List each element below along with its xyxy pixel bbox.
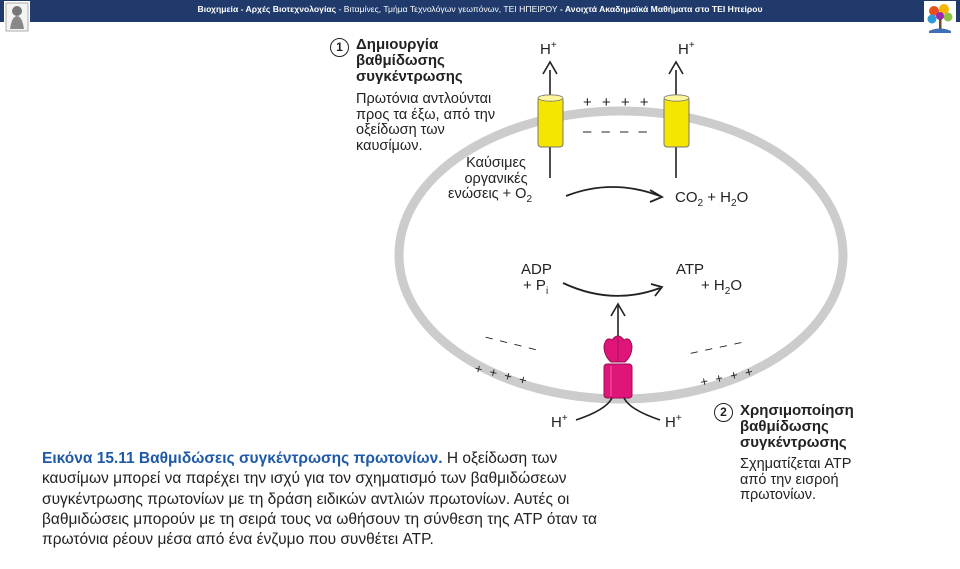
header-department: Βιταμίνες, Τμήμα Τεχνολόγων γεωπόνων, ΤΕ… [343,4,558,14]
proton-inflow-right [623,397,661,421]
fuel-oxidation-arrow [565,186,661,197]
atp-reactants: ADP + Pi [521,261,552,298]
proton-label-top-right: H+ [678,40,695,58]
atp-synthase [603,335,633,399]
fuel-reactants: Καύσιμες οργανικές ενώσεις + O2 [448,155,533,206]
proton-inflow-left [575,397,613,421]
membrane-ellipse [394,106,848,404]
proton-pump-right [663,60,690,178]
header-course-name: Βιοχημεία - Αρχές Βιοτεχνολογίας [197,4,337,14]
header-program: Ανοιχτά Ακαδημαϊκά Μαθήματα στο ΤΕΙ Ηπεί… [564,4,763,14]
minus-charges-inner-top: – – – – [583,123,650,140]
atp-synthesis-arrow [562,282,661,297]
caption-heading: Εικόνα 15.11 Βαθμιδώσεις συγκέντρωσης πρ… [42,450,443,467]
step1-number: 1 [330,38,349,57]
caption-body: Η οξείδωση των καυσίμων μπορεί να παρέχε… [42,450,597,549]
proton-label-top-left: H+ [540,40,557,58]
oxidation-products: CO2 + H2O [675,189,749,209]
step1-description: Πρωτόνια αντλούνται προς τα έξω, από την… [356,91,496,154]
atp-products: ATP + H2O [676,261,742,298]
open-courses-tree-icon [924,1,956,35]
proton-label-bottom-right: H+ [665,413,682,431]
proton-label-bottom-left: H+ [551,413,568,431]
header-title: Βιοχημεία - Αρχές Βιοτεχνολογίας - Βιταμ… [197,4,763,14]
step2-description: Σχηματίζεται ATP από την εισροή πρωτονίω… [740,456,852,504]
plus-charges-outer-top: + + + + [583,94,652,111]
proton-pump-left [537,60,564,178]
figure-caption: Εικόνα 15.11 Βαθμιδώσεις συγκέντρωσης πρ… [42,449,602,550]
header-bar: Βιοχημεία - Αρχές Βιοτεχνολογίας - Βιταμ… [0,0,960,22]
step2-title: Χρησιμοποίηση βαθμίδωσης συγκέντρωσης [740,402,854,452]
step1-title: Δημιουργία βαθμίδωσης συγκέντρωσης [356,36,463,86]
university-crest-icon [4,1,30,33]
step2-number: 2 [714,403,733,422]
